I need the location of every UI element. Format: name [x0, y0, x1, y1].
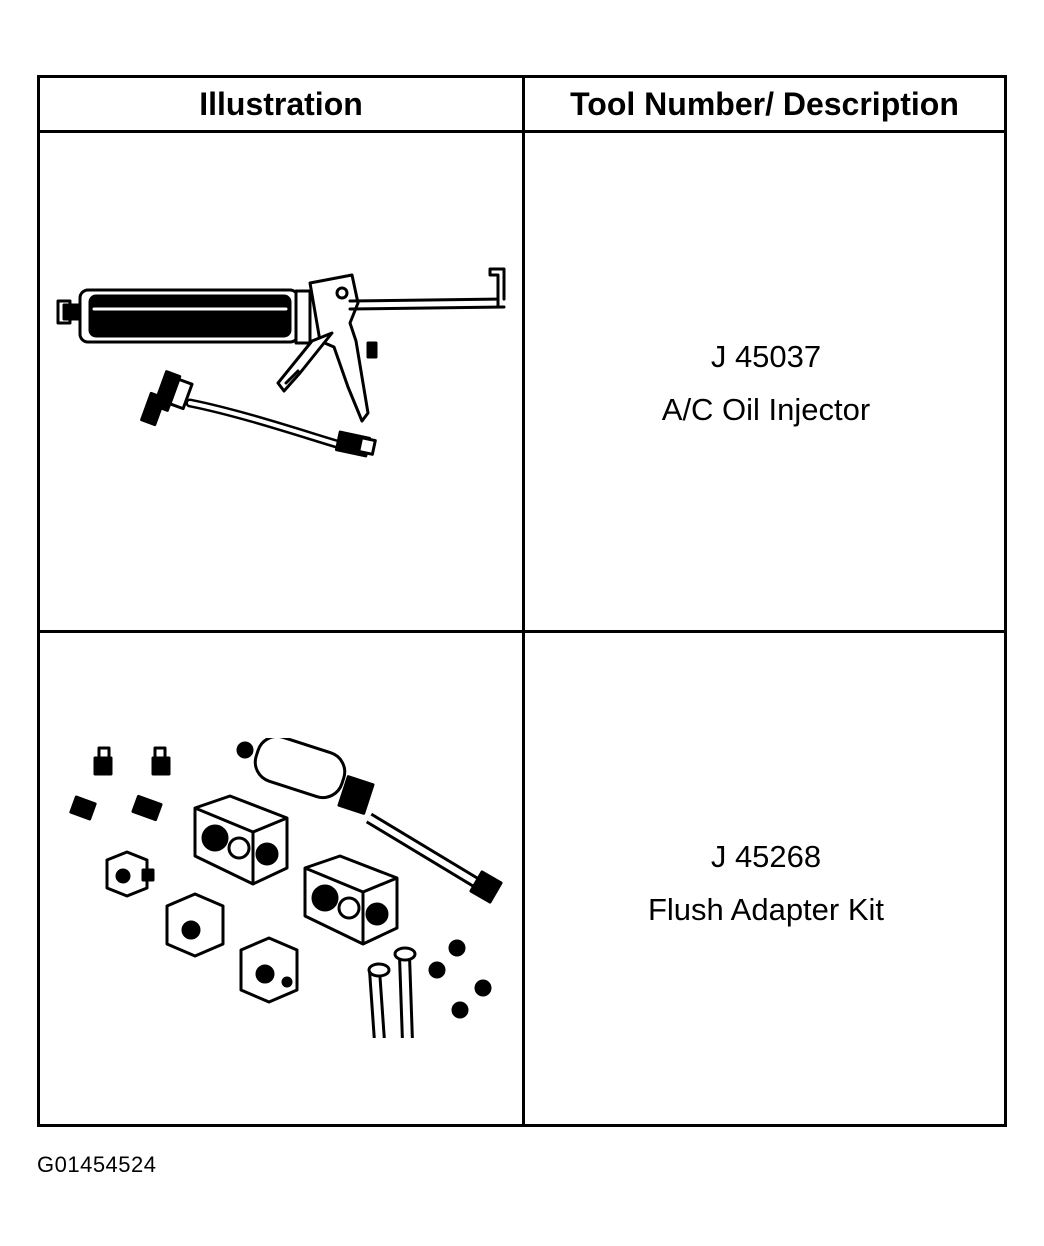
- tool-description: Flush Adapter Kit: [647, 892, 885, 927]
- row-1-description-cell: J 45037 A/C Oil Injector: [525, 330, 1007, 436]
- header-tool-description: Tool Number/ Description: [570, 86, 959, 122]
- column-divider: [522, 78, 525, 1124]
- row-2-description-cell: J 45268 Flush Adapter Kit: [525, 830, 1007, 936]
- tool-table: Illustration Tool Number/ Description J …: [37, 75, 1007, 1127]
- caulking-gun-oil-injector-icon: [56, 267, 506, 458]
- tool-number: J 45037: [710, 339, 822, 374]
- header-illustration: Illustration: [199, 86, 363, 122]
- tool-description: A/C Oil Injector: [661, 392, 871, 427]
- tool-number: J 45268: [710, 839, 822, 874]
- flush-adapter-kit-icon: [69, 738, 503, 1038]
- figure-id: G01454524: [37, 1152, 157, 1177]
